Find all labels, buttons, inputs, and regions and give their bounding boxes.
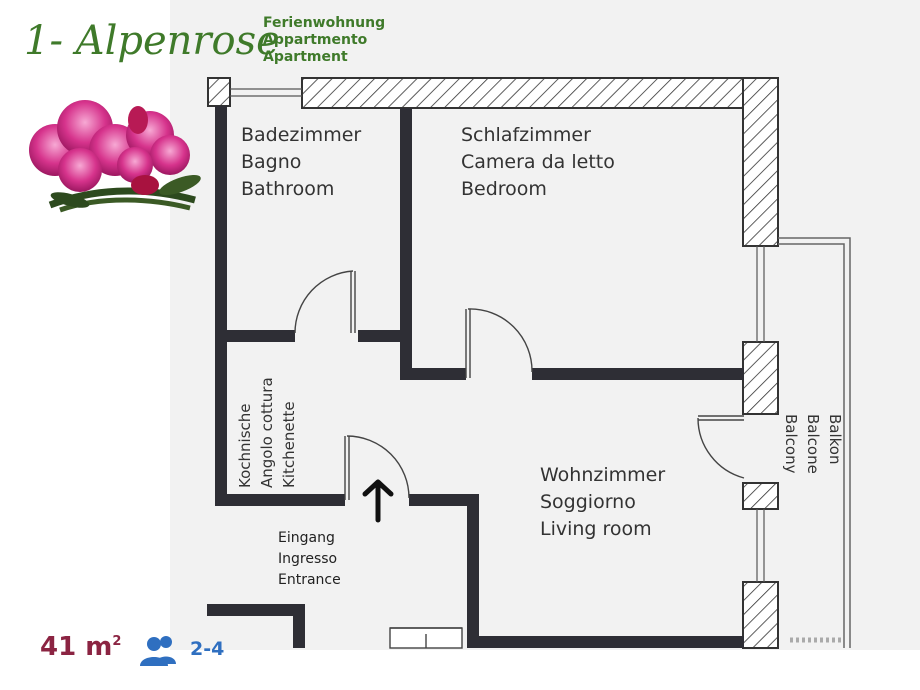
- balcony-label-it: Balcone: [804, 414, 822, 474]
- bedroom-label: Schlafzimmer Camera da letto Bedroom: [461, 122, 615, 203]
- kitchenette-label-de: Kochnische: [236, 403, 254, 489]
- interior-walls: [207, 106, 744, 648]
- kitchenette-label-it: Angolo cottura: [258, 377, 276, 488]
- kitchenette-label: Kochnische Angolo cottura Kitchenette: [234, 377, 300, 488]
- exterior-wall: [207, 77, 779, 649]
- living-label-de: Wohnzimmer: [540, 464, 666, 486]
- brand-title: 1- Alpenrose: [24, 18, 280, 64]
- entrance-label-it: Ingresso: [278, 551, 338, 567]
- bathroom-label-en: Bathroom: [241, 178, 335, 200]
- living-label-it: Soggiorno: [540, 491, 636, 513]
- bathroom-label-it: Bagno: [241, 151, 302, 173]
- area-value: 41 m: [40, 632, 113, 662]
- balcony-outline: [778, 237, 851, 648]
- bathroom-label-de: Badezimmer: [241, 124, 362, 146]
- area-unit-exponent: 2: [112, 634, 122, 649]
- balcony-label-en: Balcony: [782, 414, 800, 474]
- kitchenette-label-en: Kitchenette: [280, 401, 298, 488]
- area-stat: 41 m2: [40, 632, 121, 662]
- type-it: Appartmento: [263, 32, 368, 48]
- type-de: Ferienwohnung: [263, 15, 386, 31]
- rhododendron-flower-icon: [29, 100, 201, 213]
- bathroom-label: Badezimmer Bagno Bathroom: [241, 122, 361, 203]
- bedroom-label-de: Schlafzimmer: [461, 124, 591, 146]
- doors: [294, 270, 745, 649]
- balcony-label-de: Balkon: [826, 414, 844, 465]
- entrance-label-de: Eingang: [278, 530, 335, 546]
- balcony-label: Balkon Balcone Balcony: [780, 414, 846, 474]
- entrance-label: Eingang Ingresso Entrance: [278, 528, 341, 591]
- living-room-label: Wohnzimmer Soggiorno Living room: [540, 462, 665, 543]
- type-en: Apartment: [263, 49, 348, 65]
- apartment-type-list: Ferienwohnung Appartmento Apartment: [263, 15, 385, 66]
- bedroom-label-it: Camera da letto: [461, 151, 615, 173]
- entrance-label-en: Entrance: [278, 572, 341, 588]
- windows: [230, 88, 765, 582]
- entrance-arrow-icon: [362, 479, 394, 523]
- guest-count: 2-4: [190, 638, 225, 660]
- bedroom-label-en: Bedroom: [461, 178, 547, 200]
- living-label-en: Living room: [540, 518, 652, 540]
- people-icon: [140, 636, 176, 666]
